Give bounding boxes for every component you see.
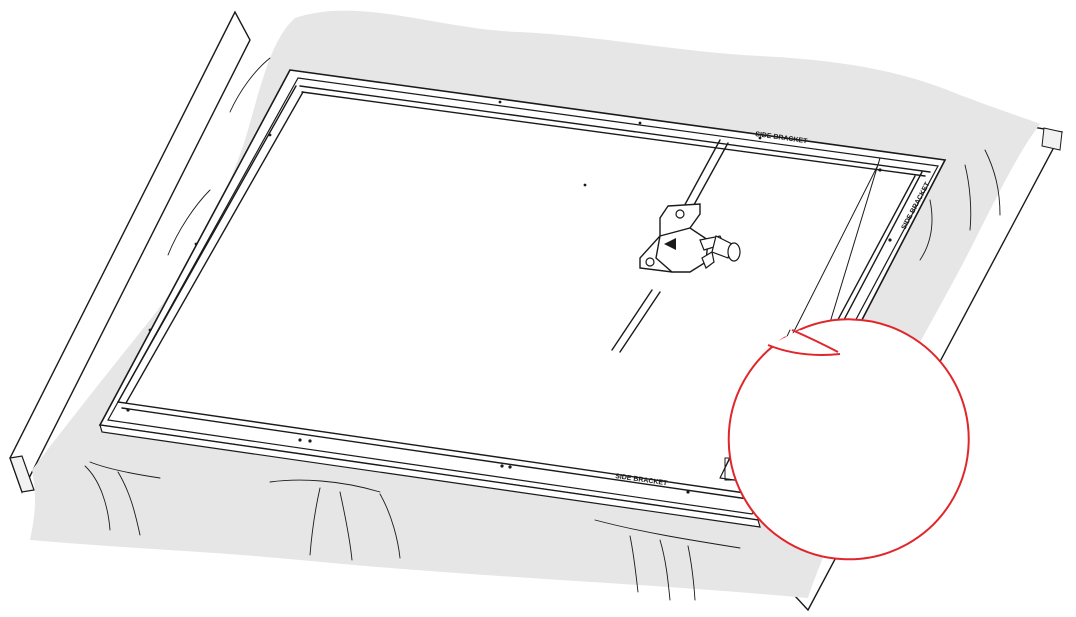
- arrow-icon: [664, 238, 676, 250]
- screw-top: [675, 209, 685, 219]
- table-left: [9, 10, 251, 494]
- cloth-folds: [84, 57, 1001, 601]
- screw-bottom: [645, 257, 655, 267]
- bracket-magnified: [611, 139, 741, 353]
- zoom-callout: [727, 318, 970, 561]
